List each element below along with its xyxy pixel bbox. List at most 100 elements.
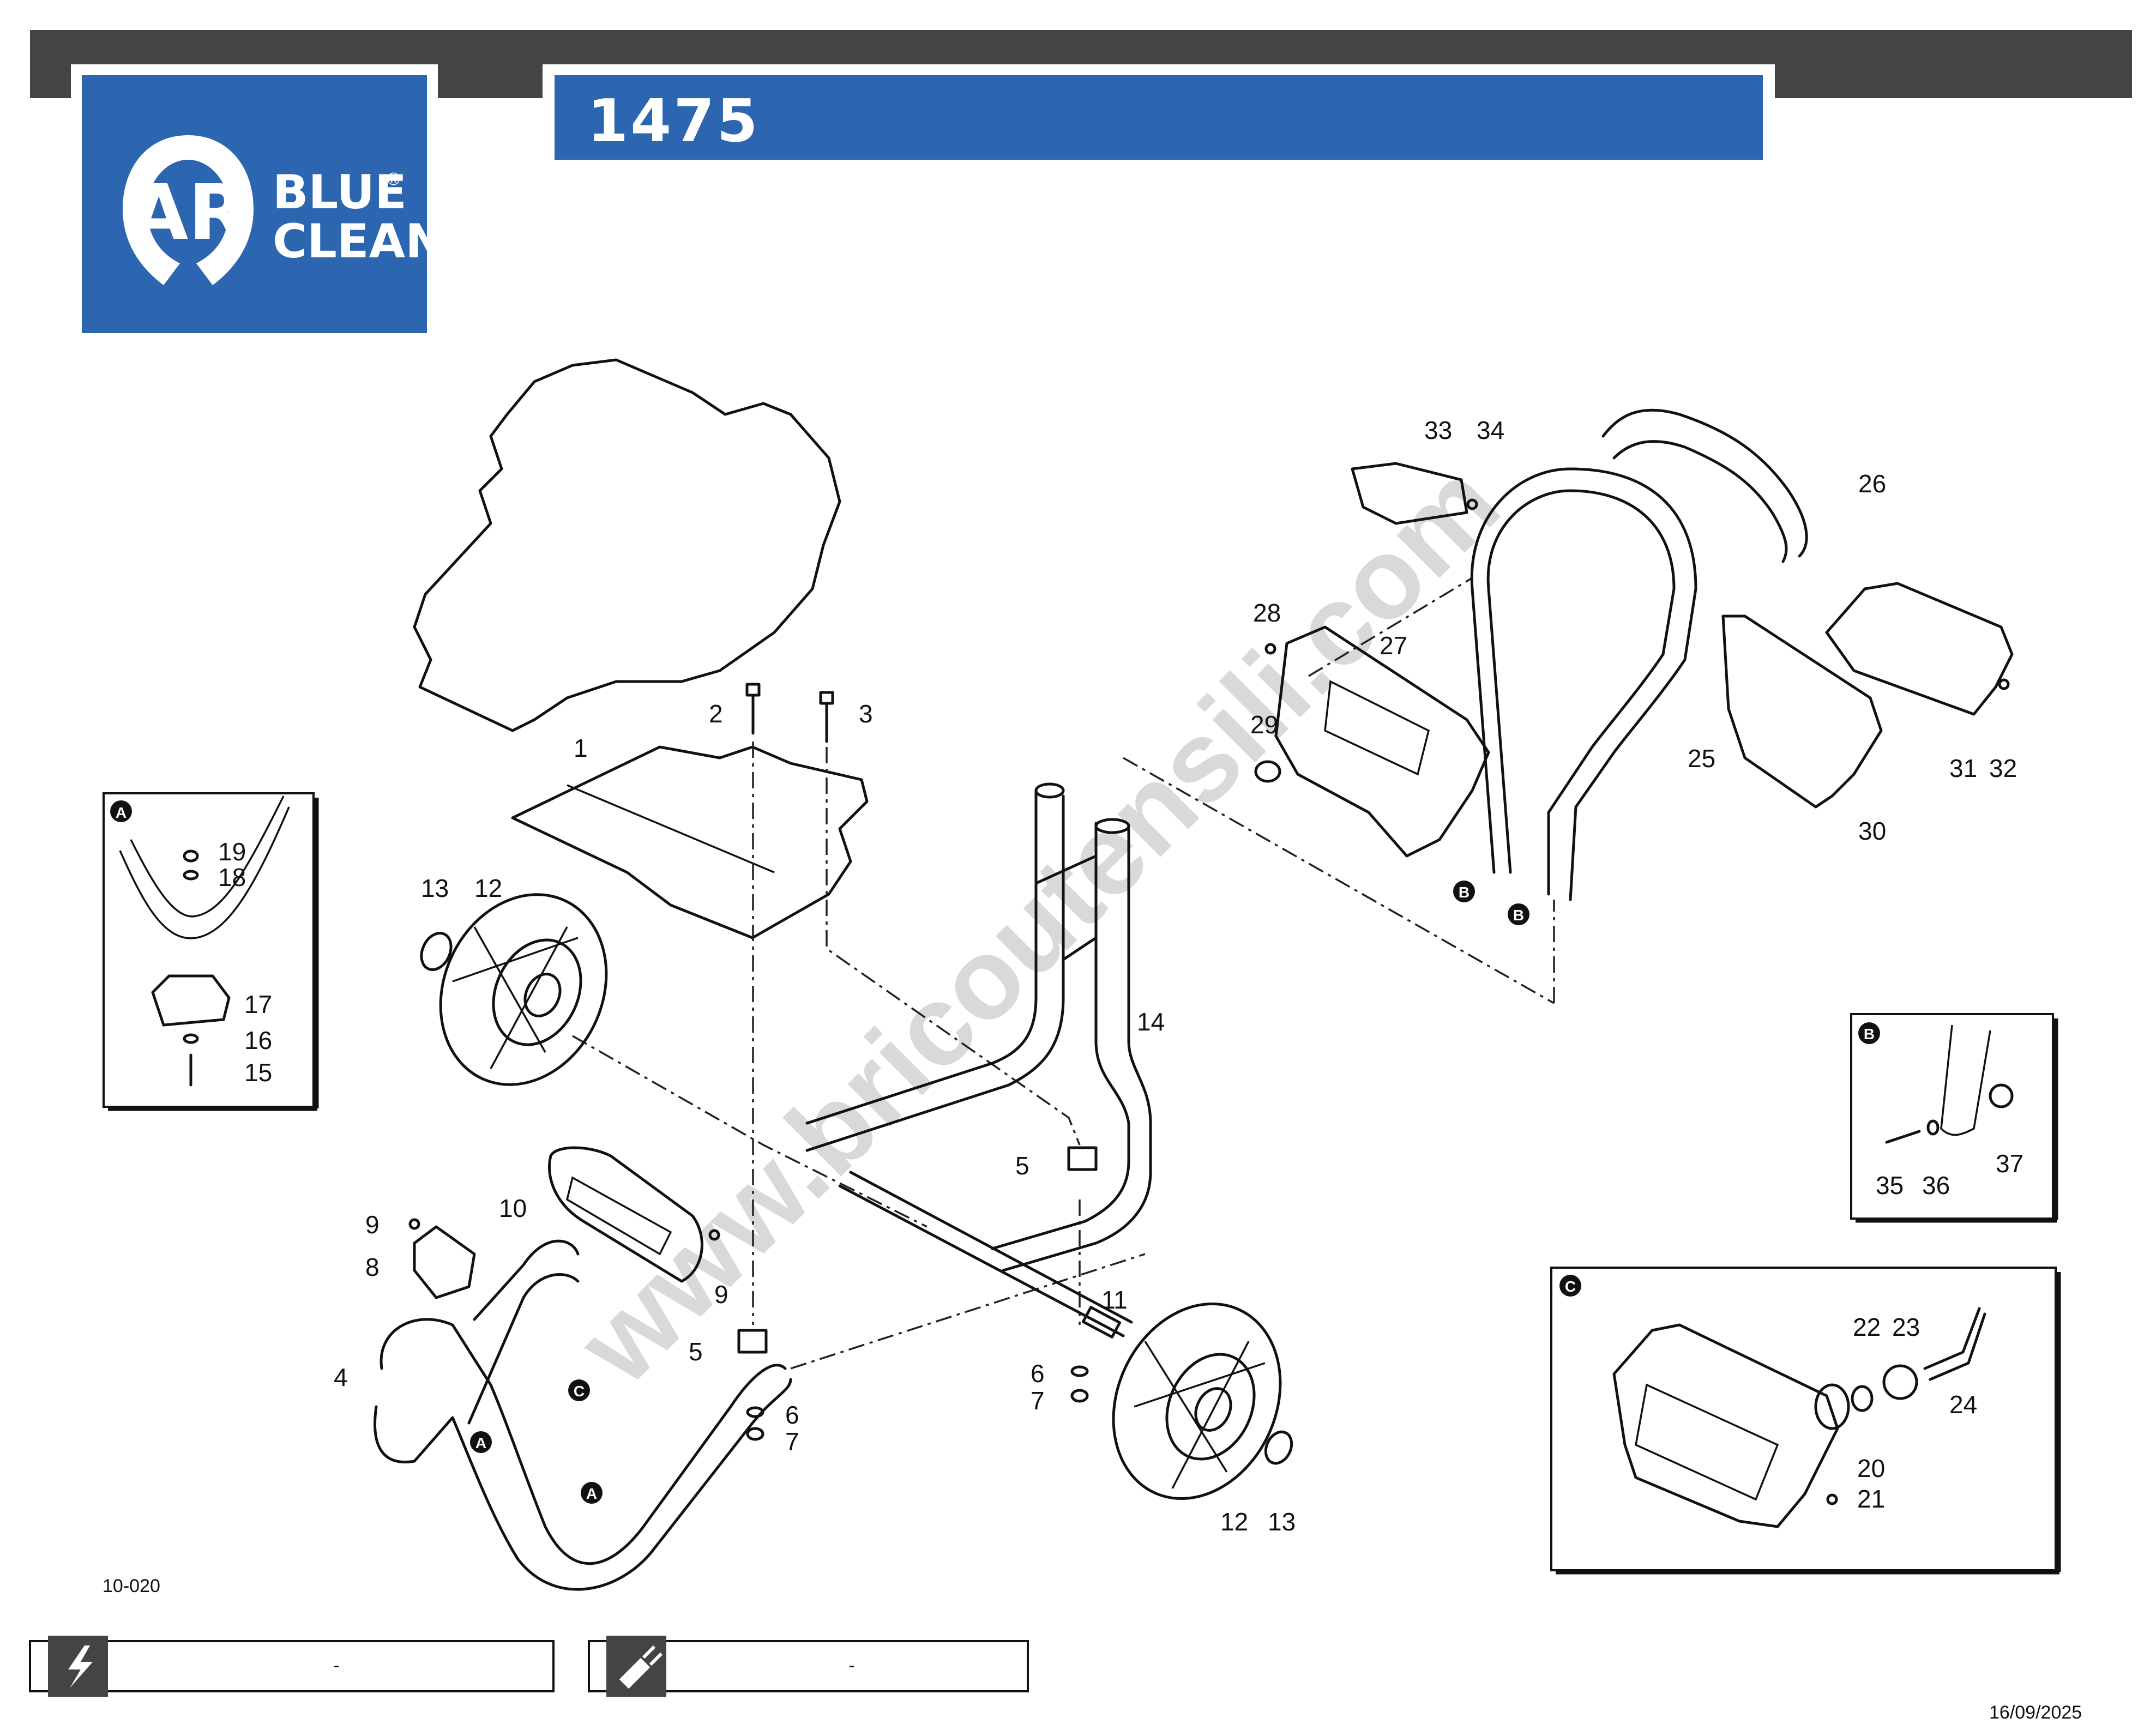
brand-logo: AR BLUE ® CLEAN [71,64,444,344]
clamp-5-right [1067,1146,1098,1171]
callout-24: 24 [1949,1390,1977,1419]
callout-4: 4 [334,1363,348,1391]
screw-34 [1466,498,1478,510]
bolt-2 [745,683,761,735]
callout-23: 23 [1892,1313,1920,1341]
ref-marker-b-1: B [1453,881,1475,902]
callout-13-left: 13 [421,874,449,902]
detail-a-marker: A [116,804,127,821]
callout-11: 11 [1101,1286,1128,1314]
nut-7-left [746,1427,764,1441]
callout-25: 25 [1688,744,1715,773]
screw-28 [1264,643,1276,655]
callout-9-left: 9 [365,1210,380,1239]
callout-35: 35 [1876,1171,1904,1199]
print-date: 16/09/2025 [1989,1702,2082,1723]
registered-mark: ® [387,169,400,189]
title-frame: 1475 [543,64,1775,168]
callout-2: 2 [709,700,723,728]
callout-12-right: 12 [1220,1508,1248,1536]
guide-line [1308,577,1473,677]
callout-15: 15 [244,1058,272,1087]
callout-30: 30 [1858,817,1886,845]
grip-26 [1601,408,1808,563]
frame-14 [805,782,1152,1272]
washer-6-left [746,1406,764,1418]
nut-7-right [1070,1389,1089,1403]
callout-21: 21 [1857,1485,1885,1513]
title-bar: 1475 [555,75,1763,160]
guide-line [790,1253,1146,1370]
callout-27: 27 [1380,631,1407,660]
bolt-3 [819,691,834,743]
svg-text:A: A [586,1485,597,1502]
foot-8 [413,1225,476,1299]
callout-33: 33 [1424,416,1452,444]
callout-1: 1 [574,734,588,762]
guide-line [826,747,1081,1146]
ref-marker-c: C [568,1379,590,1401]
callout-17: 17 [244,990,272,1018]
ref-marker-b-2: B [1508,903,1529,925]
detail-a-box: A [103,792,319,1111]
callout-28: 28 [1253,599,1281,627]
callout-6-right: 6 [1031,1359,1045,1388]
front-bar-4 [374,1239,792,1591]
guide-line [1123,757,1555,1004]
callout-16: 16 [244,1026,272,1054]
plate-edge [567,784,775,873]
callout-13-right: 13 [1268,1508,1296,1536]
svg-text:B: B [1513,907,1524,924]
bracket-10 [548,1146,703,1283]
logo-mark-text: AR [129,168,247,257]
callout-20: 20 [1857,1454,1885,1482]
svg-text:A: A [475,1434,486,1451]
callout-36: 36 [1922,1171,1950,1199]
clamp-5-left [737,1329,768,1354]
callout-7-left: 7 [785,1427,799,1456]
callout-29: 29 [1250,710,1278,739]
wheel-left [439,893,608,1086]
logo-panel: AR BLUE ® CLEAN [82,75,444,333]
callout-26: 26 [1858,469,1886,498]
detail-c-marker: C [1565,1278,1576,1295]
ref-marker-a-1: A [470,1431,492,1453]
hose-holder-33 [1351,462,1468,525]
callout-31: 31 [1949,754,1977,782]
svg-text:B: B [1459,884,1470,901]
washer-6-right [1070,1365,1089,1377]
engine-value: - [848,1655,854,1676]
callout-8: 8 [365,1253,380,1281]
screw-32 [1998,678,2010,690]
engine-outline [413,358,841,732]
ref-marker-a-2: A [581,1482,603,1504]
callout-34: 34 [1477,416,1504,444]
callout-22: 22 [1853,1313,1881,1341]
callout-10: 10 [499,1194,527,1222]
guide-line [572,1035,928,1228]
callout-5-right: 5 [1015,1152,1029,1180]
screw-9-left [408,1218,420,1230]
callout-9-right: 9 [714,1280,728,1309]
screw-9-right [708,1229,720,1241]
callout-19: 19 [218,837,246,866]
hubcap-13-right [1264,1430,1293,1465]
detail-b-box: B [1850,1013,2058,1223]
model-title: 1475 [587,87,760,155]
footer-engine-box: - [588,1636,1029,1697]
svg-text:C: C [574,1383,585,1400]
ar-logo-icon: AR [123,135,254,285]
wheel-right [1112,1302,1282,1500]
hubcap-13-left [420,932,453,971]
plug-29 [1254,760,1281,783]
callout-37: 37 [1996,1149,2023,1178]
footer-electric-box: - [29,1636,555,1697]
callout-6-left: 6 [785,1401,799,1429]
cover-30 [1721,614,1883,809]
electric-value: - [333,1655,339,1676]
base-plate [511,745,869,939]
callout-18: 18 [218,863,246,891]
drawing-code: 10-020 [103,1576,160,1596]
brand-name-line1: BLUE [273,165,407,220]
